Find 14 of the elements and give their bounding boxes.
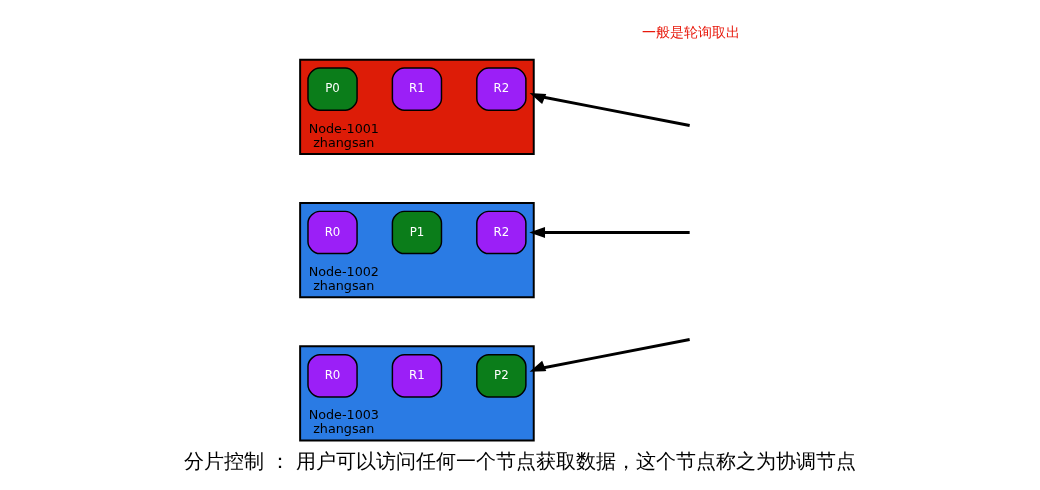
node-box: P2 bbox=[476, 353, 527, 398]
arrow bbox=[529, 226, 690, 238]
node-box: R1 bbox=[391, 353, 443, 398]
node-box: R1 bbox=[391, 67, 443, 111]
label: 一般是轮询取出 bbox=[641, 23, 740, 40]
caption: 分片控制 ： 用户可以访问任何一个节点获取数据，这个节点称之为协调节点 bbox=[183, 450, 857, 474]
node-box: R0 bbox=[307, 210, 358, 255]
node-box: P0 bbox=[307, 67, 358, 111]
node-box: P1 bbox=[391, 210, 443, 255]
node-box: R2 bbox=[476, 210, 527, 255]
arrow bbox=[529, 93, 690, 127]
node-box: R2 bbox=[476, 67, 527, 111]
node-box: R0 bbox=[307, 353, 358, 398]
arrow bbox=[529, 338, 690, 372]
